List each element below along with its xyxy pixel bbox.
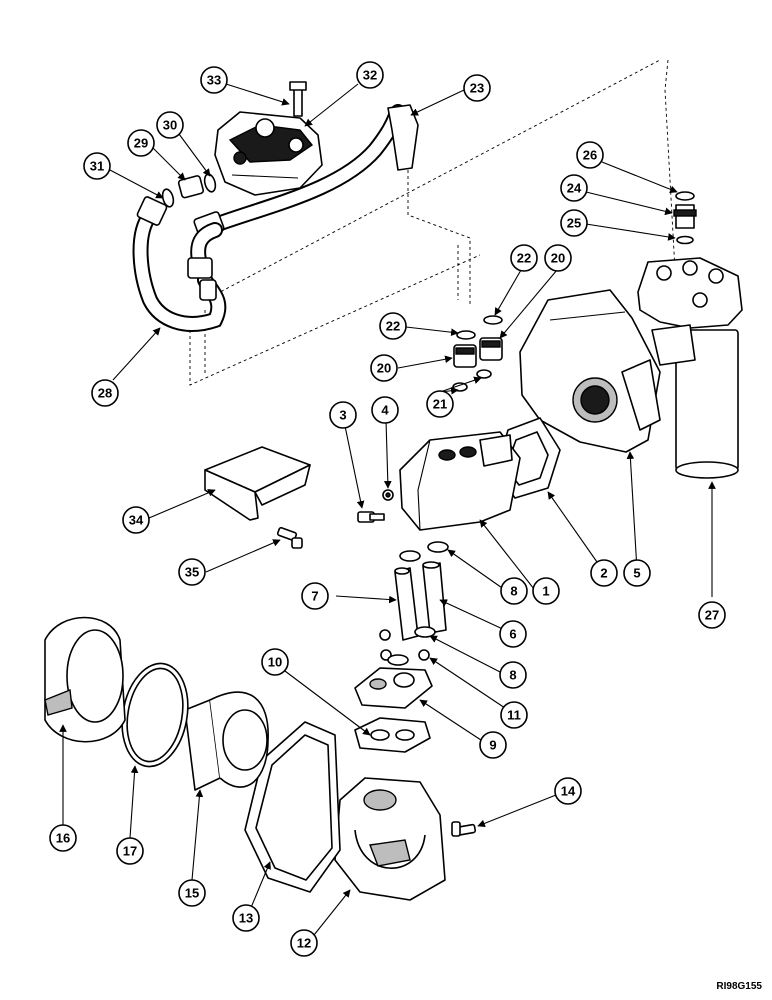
callout-20-left: 20 [370,354,398,382]
svg-text:31: 31 [90,159,104,174]
svg-text:10: 10 [268,655,282,670]
housing-bolt [451,821,477,837]
callout-26: 26 [576,141,604,169]
pump-mounting-housing [519,289,661,453]
figure-reference-code: RI98G155 [716,981,762,992]
callout-31: 31 [83,152,111,180]
svg-text:25: 25 [567,216,581,231]
svg-text:4: 4 [381,403,389,418]
svg-text:33: 33 [207,73,221,88]
callout-22-left: 22 [379,312,407,340]
svg-text:32: 32 [363,68,377,83]
svg-text:35: 35 [185,565,199,580]
svg-text:17: 17 [123,844,137,859]
mounting-bracket [204,446,311,521]
suction-screen [184,691,269,791]
suction-adapter-plate [354,667,433,709]
callout-10: 10 [261,648,289,676]
valve-fitting-assembly [161,173,217,208]
svg-text:27: 27 [705,608,719,623]
svg-text:13: 13 [239,911,253,926]
svg-text:6: 6 [509,627,516,642]
callout-2: 2 [590,559,618,587]
callout-14: 14 [554,777,582,805]
callout-27: 27 [698,601,726,629]
svg-text:29: 29 [134,136,148,151]
callout-9: 9 [479,731,507,759]
control-valve [214,111,323,196]
bracket-bolt [276,526,303,549]
suction-tubes-and-clamps [379,541,449,666]
return-hose [132,196,227,332]
svg-text:8: 8 [510,584,517,599]
callout-30: 30 [156,111,184,139]
pump-port-fittings [452,315,503,392]
callout-17: 17 [116,837,144,865]
end-cover [44,616,126,743]
svg-text:22: 22 [517,251,531,266]
hydraulic-pump [399,431,521,531]
svg-text:2: 2 [600,566,607,581]
svg-text:5: 5 [633,566,640,581]
callout-32: 32 [356,61,384,89]
callout-8-lower: 8 [499,661,527,689]
svg-text:16: 16 [56,831,70,846]
svg-text:34: 34 [129,513,144,528]
callout-7: 7 [301,582,329,610]
svg-text:23: 23 [470,81,484,96]
filter-adapter-fitting [673,191,697,245]
callout-21: 21 [426,390,454,418]
callout-4: 4 [371,396,399,424]
callout-16: 16 [49,824,77,852]
callout-34: 34 [122,506,150,534]
valve-bolt [289,81,307,117]
svg-text:22: 22 [386,319,400,334]
leader-lines [59,83,716,941]
adapter-gasket [354,717,431,753]
svg-text:7: 7 [311,589,318,604]
suction-housing [334,777,446,901]
callout-29: 29 [127,129,155,157]
svg-text:20: 20 [551,251,565,266]
callout-6: 6 [499,620,527,648]
callout-15: 15 [178,879,206,907]
svg-text:21: 21 [433,397,447,412]
pump-washer-bolt [357,489,394,523]
callout-13: 13 [232,904,260,932]
callout-3: 3 [329,401,357,429]
hydraulic-filter [637,257,743,479]
callout-1: 1 [532,577,560,605]
svg-text:12: 12 [297,936,311,951]
svg-text:1: 1 [542,584,549,599]
callout-11: 11 [500,701,528,729]
callout-5: 5 [623,559,651,587]
callout-22-right: 22 [510,244,538,272]
svg-text:26: 26 [583,148,597,163]
svg-text:9: 9 [489,738,496,753]
callout-12: 12 [290,929,318,957]
svg-text:8: 8 [509,668,516,683]
svg-text:11: 11 [507,708,521,723]
callout-24: 24 [560,174,588,202]
callout-23: 23 [463,74,491,102]
callout-28: 28 [91,379,119,407]
callout-8-upper: 8 [500,577,528,605]
callout-25: 25 [560,209,588,237]
svg-text:24: 24 [567,181,582,196]
svg-text:20: 20 [377,361,391,376]
sealing-ring [121,662,189,768]
svg-text:15: 15 [185,886,199,901]
svg-text:30: 30 [163,118,177,133]
svg-text:28: 28 [98,386,112,401]
callout-35: 35 [178,558,206,586]
housing-gasket [244,721,341,893]
callout-33: 33 [200,66,228,94]
svg-text:3: 3 [339,408,346,423]
svg-text:14: 14 [561,784,576,799]
callout-20-right: 20 [544,244,572,272]
